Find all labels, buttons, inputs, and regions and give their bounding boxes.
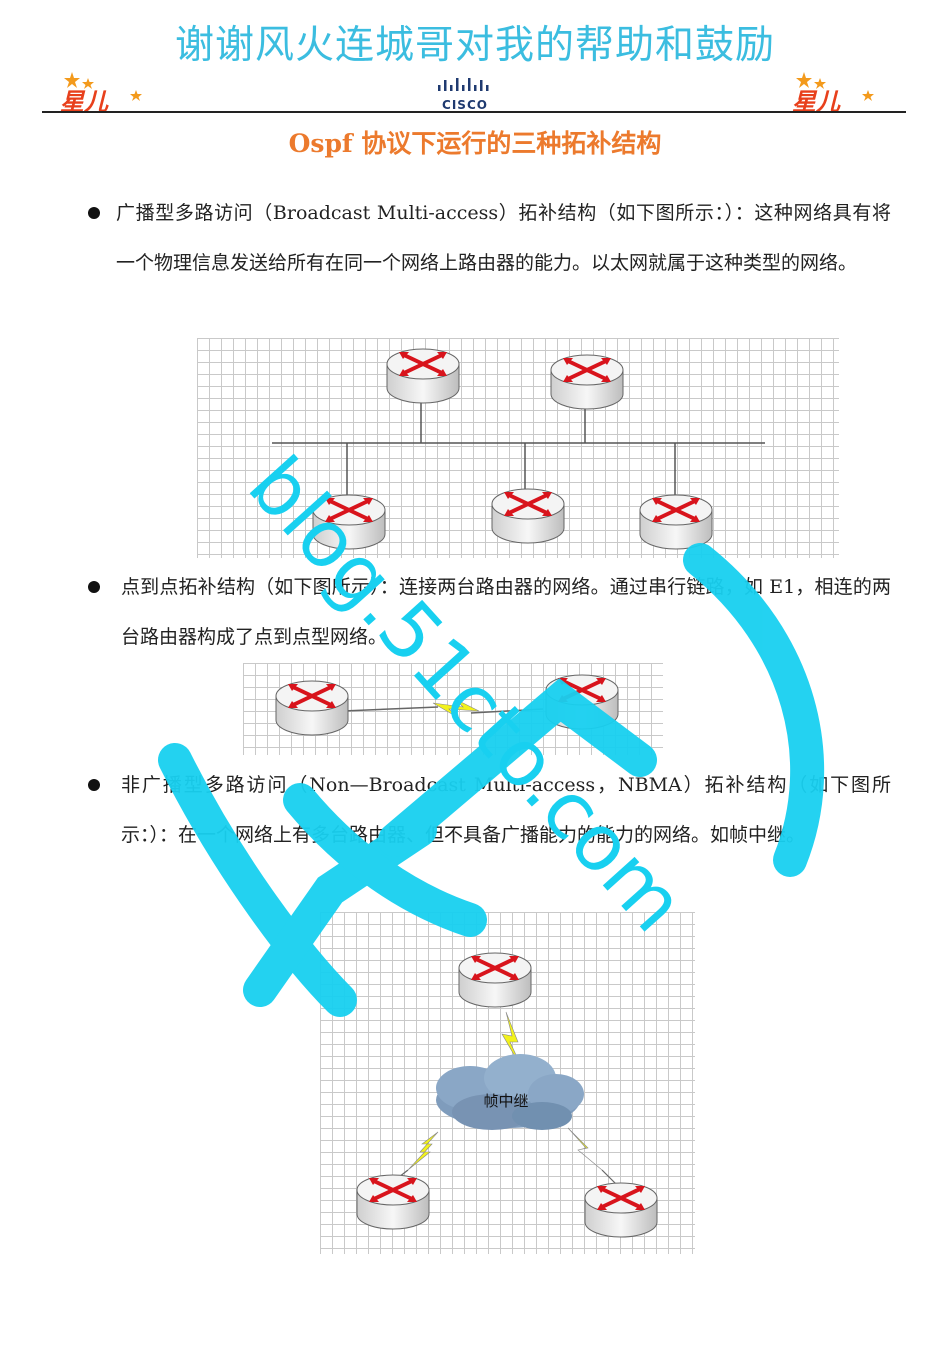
- bullet-icon: [88, 207, 100, 219]
- logo-right: 星儿: [790, 70, 882, 116]
- header-divider: [42, 111, 906, 113]
- cisco-wordmark: CISCO: [442, 98, 488, 112]
- bullet-icon: [88, 581, 100, 593]
- router-icon: [491, 488, 565, 544]
- frame-relay-link-icon: [567, 1127, 603, 1171]
- frame-relay-link-icon: [407, 1131, 439, 1171]
- star-logo-icon: [796, 72, 874, 101]
- bullet-icon: [88, 779, 100, 791]
- section-2-text: 点到点拓补结构（如下图所示）：连接两台路由器的网络。通过串行链路，如 E1，相连…: [121, 576, 891, 648]
- section-3-text: 非广播型多路访问（Non—Broadcast Multi-access，NBMA…: [121, 774, 891, 846]
- cisco-logo: CISCO: [430, 76, 500, 112]
- router-icon: [545, 674, 619, 730]
- document-title: Ospf 协议下运行的三种拓补结构: [288, 129, 662, 158]
- router-icon: [639, 494, 713, 550]
- router-icon: [275, 680, 349, 736]
- cisco-bars-icon: [438, 78, 489, 91]
- frame-relay-cloud-icon: [436, 1054, 584, 1130]
- star-logo-icon: [64, 72, 142, 101]
- router-icon: [458, 952, 532, 1008]
- section-1-text: 广播型多路访问（Broadcast Multi-access）拓补结构（如下图所…: [116, 202, 891, 274]
- router-icon: [550, 354, 624, 410]
- router-icon: [356, 1174, 430, 1230]
- logo-left: 星儿: [58, 70, 150, 116]
- serial-link-icon: [432, 698, 480, 718]
- router-icon: [386, 348, 460, 404]
- router-icon: [584, 1182, 658, 1238]
- router-icon: [312, 494, 386, 550]
- cloud-label: 帧中继: [483, 1092, 528, 1110]
- header-banner: 谢谢风火连城哥对我的帮助和鼓励: [174, 23, 775, 68]
